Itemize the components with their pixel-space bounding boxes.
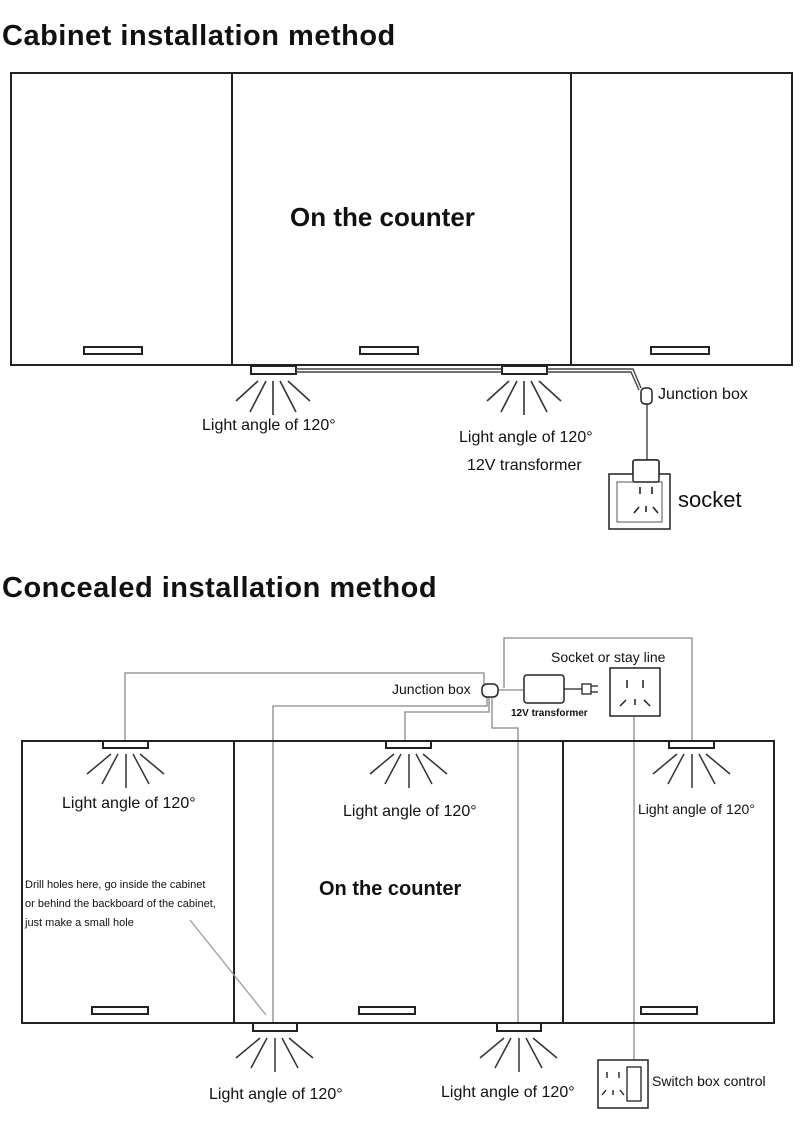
s2-light-bottom-right bbox=[496, 1022, 542, 1032]
s2-switch-label: Switch box control bbox=[652, 1073, 766, 1089]
s1-counter-label: On the counter bbox=[290, 202, 475, 232]
s2-light-top-right bbox=[668, 740, 715, 749]
s2-light-rays-top-right bbox=[652, 753, 731, 788]
s1-light-rays-left bbox=[235, 380, 311, 415]
s2-wiring bbox=[124, 637, 693, 1060]
s1-light-rays-right bbox=[486, 380, 562, 415]
s1-light-right bbox=[501, 365, 548, 375]
s2-light-rays-top-left bbox=[86, 753, 165, 788]
s2-light-top-mid bbox=[385, 740, 432, 749]
s1-light-label-left: Light angle of 120° bbox=[202, 417, 336, 434]
s2-light-label-top-left: Light angle of 120° bbox=[62, 795, 196, 812]
s1-socket-holes bbox=[633, 487, 659, 514]
s1-transformer-label: 12V transformer bbox=[467, 457, 582, 474]
section2-title: Concealed installation method bbox=[2, 572, 438, 604]
s2-plug bbox=[564, 683, 598, 695]
section1-title: Cabinet installation method bbox=[2, 20, 396, 52]
s2-switch-holes bbox=[601, 1072, 625, 1096]
s1-junction-box bbox=[640, 387, 653, 405]
s1-cabinet-left bbox=[10, 72, 233, 366]
s1-handle-center bbox=[359, 346, 419, 355]
s1-socket-label: socket bbox=[678, 487, 742, 512]
s2-drill-leader bbox=[189, 919, 267, 1016]
s2-counter-label: On the counter bbox=[319, 878, 462, 900]
s2-transformer-label: 12V transformer bbox=[511, 708, 588, 719]
s1-wiring bbox=[296, 368, 648, 460]
s1-handle-right bbox=[650, 346, 710, 355]
s2-light-label-bottom-left: Light angle of 120° bbox=[209, 1086, 343, 1103]
s2-drill-note-line-3: just make a small hole bbox=[25, 917, 134, 929]
s2-junction-box bbox=[481, 683, 499, 698]
s2-handle-center bbox=[358, 1006, 416, 1015]
s2-light-label-top-mid: Light angle of 120° bbox=[343, 803, 477, 820]
s2-light-bottom-left bbox=[252, 1022, 298, 1032]
s2-transformer bbox=[523, 674, 565, 704]
s2-light-top-left bbox=[102, 740, 149, 749]
s1-junction-label: Junction box bbox=[658, 386, 748, 403]
s1-light-left bbox=[250, 365, 297, 375]
s2-light-rays-top-mid bbox=[369, 753, 448, 788]
s2-drill-note-line-1: Drill holes here, go inside the cabinet bbox=[25, 879, 206, 891]
s2-junction-label: Junction box bbox=[392, 681, 471, 697]
s2-light-rays-bottom-right bbox=[479, 1037, 558, 1072]
s1-cabinet-right bbox=[570, 72, 793, 366]
s2-handle-left bbox=[91, 1006, 149, 1015]
s1-socket bbox=[608, 473, 671, 530]
s2-drill-note: Drill holes here, go inside the cabinet … bbox=[25, 876, 216, 933]
s2-handle-right bbox=[640, 1006, 698, 1015]
s1-handle-left bbox=[83, 346, 143, 355]
s2-socket bbox=[609, 667, 661, 717]
s2-drill-note-line-2: or behind the backboard of the cabinet, bbox=[25, 898, 216, 910]
s1-light-label-right: Light angle of 120° bbox=[459, 429, 593, 446]
s2-light-label-top-right: Light angle of 120° bbox=[638, 801, 755, 817]
s2-socket-label: Socket or stay line bbox=[551, 649, 666, 665]
s2-light-label-bottom-right: Light angle of 120° bbox=[441, 1084, 575, 1101]
s2-light-rays-bottom-left bbox=[235, 1037, 314, 1072]
s2-socket-holes bbox=[619, 680, 651, 707]
